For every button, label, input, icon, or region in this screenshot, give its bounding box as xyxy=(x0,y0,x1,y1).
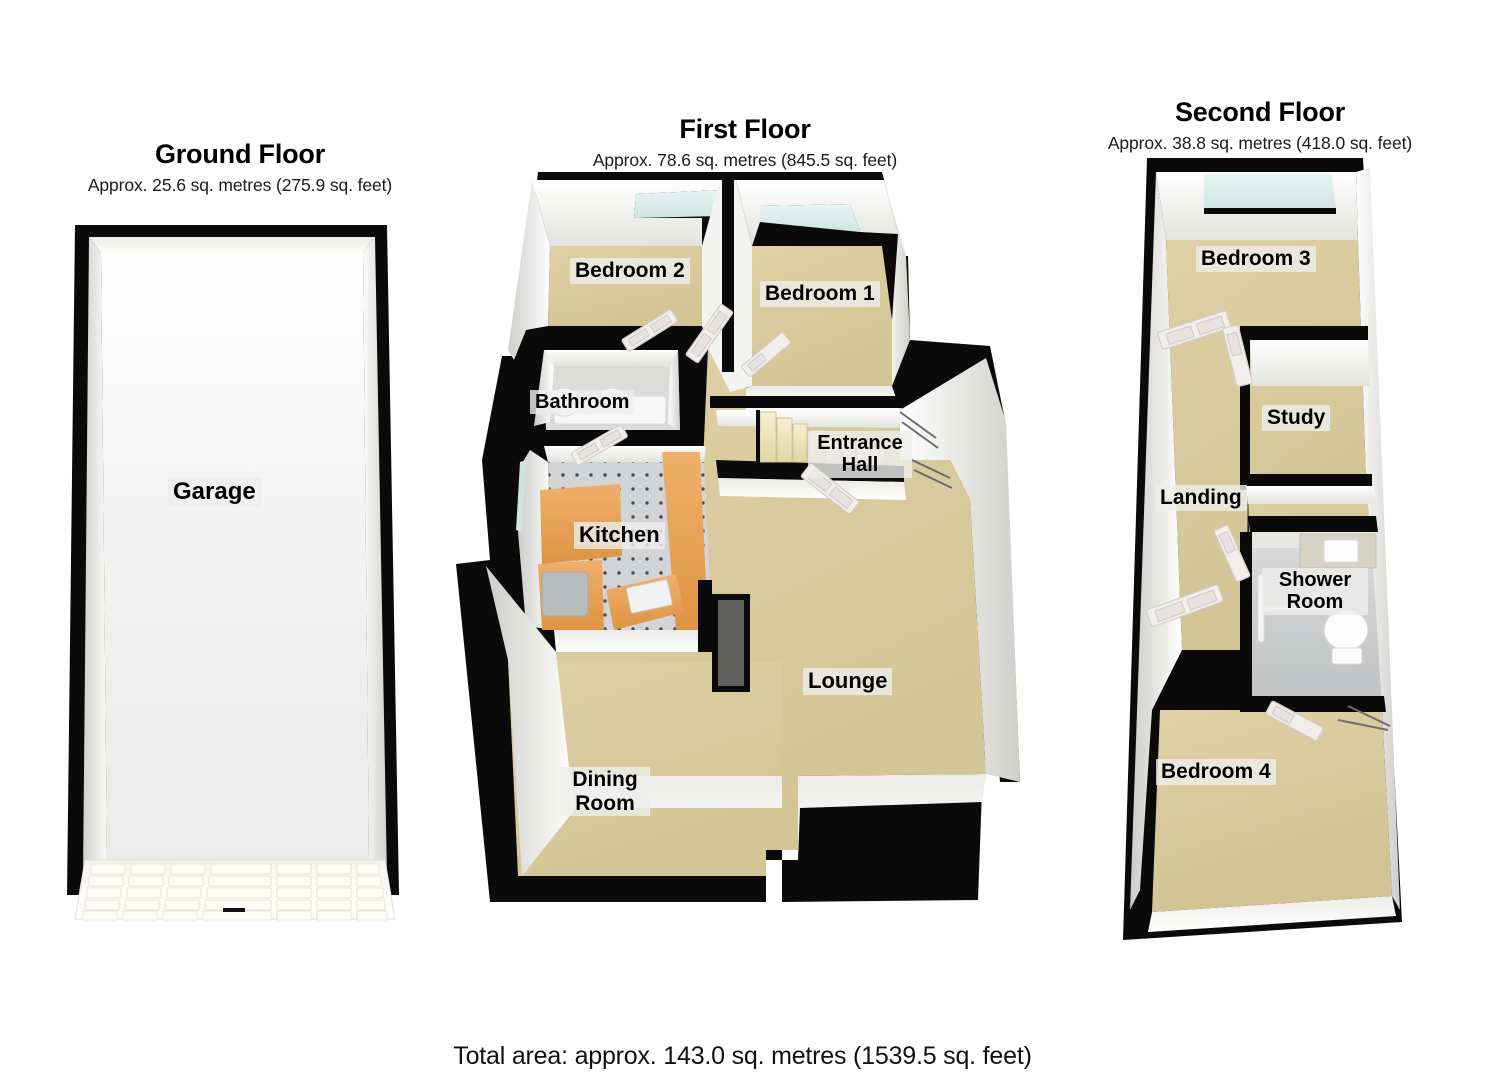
ground-floor-title: Ground Floor xyxy=(154,139,326,169)
room-label-kitchen: Kitchen xyxy=(574,522,665,549)
bathroom-top-wall-core xyxy=(544,326,702,350)
room-label-bathroom: Bathroom xyxy=(530,390,635,415)
bedroom-1-window xyxy=(760,204,860,232)
first-floor-title: First Floor xyxy=(679,114,811,144)
garage-door xyxy=(74,859,396,921)
door-swing-second-1 xyxy=(1347,705,1391,727)
kitchen-sink xyxy=(541,571,589,617)
lounge-front-wall xyxy=(570,774,986,860)
kitchen-lounge-partition xyxy=(698,580,712,652)
door-front-swing-4 xyxy=(913,469,953,489)
bedroom-3-window xyxy=(1204,174,1336,208)
second-floor-drawing xyxy=(1100,150,1430,960)
room-label-garage: Garage xyxy=(168,478,261,507)
bedroom-1-floor xyxy=(752,246,892,386)
shower-line-2: Room xyxy=(1286,591,1344,614)
shower-room-front-wall-core xyxy=(1240,696,1386,712)
first-floor-drawing xyxy=(430,160,1060,950)
garage-wall-right xyxy=(363,237,387,877)
study-back-wall xyxy=(1250,340,1370,386)
ground-floor-drawing xyxy=(55,195,415,935)
entrance-hall-wall-core-top xyxy=(710,396,906,408)
room-label-study: Study xyxy=(1262,405,1331,431)
room-label-lounge: Lounge xyxy=(803,668,893,695)
garage-wall-left xyxy=(83,237,107,877)
dining-left-wall xyxy=(486,566,576,876)
floor-second-floor: Second Floor Approx. 38.8 sq. metres (41… xyxy=(1075,97,1445,154)
room-label-entrance-hall: Entrance Hall xyxy=(808,431,912,478)
bedroom-2-window xyxy=(634,190,720,218)
lounge-chimney-breast xyxy=(712,594,750,692)
bedroom-1-back-wall xyxy=(736,180,898,246)
second-floor-left-wall xyxy=(1130,172,1182,910)
doors xyxy=(570,304,953,515)
dining-line-2: Room xyxy=(575,791,635,815)
shower-toilet xyxy=(1323,609,1369,651)
room-label-dining-room: Dining Room xyxy=(560,767,650,817)
room-label-bedroom-1: Bedroom 1 xyxy=(760,281,880,307)
first-floor-subtitle: Approx. 78.6 sq. metres (845.5 sq. feet) xyxy=(592,149,898,170)
door-swing-second-2 xyxy=(1337,719,1389,731)
door-front-swing-2 xyxy=(901,421,939,449)
dining-line-1: Dining xyxy=(572,768,638,791)
bedroom-4-floor xyxy=(1152,710,1392,912)
kitchen-hob xyxy=(625,579,673,614)
shower-room-top-wall-core xyxy=(1248,516,1378,532)
room-label-shower-room: Shower Room xyxy=(1262,568,1368,615)
bedroom-1-right-wall xyxy=(884,180,910,386)
second-floor-title: Second Floor xyxy=(1174,97,1346,127)
entrance-hall-front-wall xyxy=(718,478,906,500)
floor-ground-floor: Ground Floor Approx. 25.6 sq. metres (27… xyxy=(40,139,440,196)
second-floor-front-wall xyxy=(1148,896,1396,932)
room-label-bedroom-4: Bedroom 4 xyxy=(1156,759,1276,785)
shower-line-1: Shower xyxy=(1278,569,1352,591)
bedroom-partition-core xyxy=(722,172,734,372)
door-front-swing-3 xyxy=(911,459,951,479)
total-area-text: Total area: approx. 143.0 sq. metres (15… xyxy=(453,1042,1032,1070)
entrance-hall-line-1: Entrance xyxy=(817,432,903,454)
entrance-hall-line-2: Hall xyxy=(841,454,879,477)
floor-first-floor: First Floor Approx. 78.6 sq. metres (845… xyxy=(555,114,935,171)
room-label-bedroom-2: Bedroom 2 xyxy=(570,258,690,284)
garage-floor xyxy=(101,253,369,861)
kitchen-front-wall xyxy=(554,630,712,652)
second-floor-subtitle: Approx. 38.8 sq. metres (418.0 sq. feet) xyxy=(1107,132,1413,153)
shower-basin xyxy=(1323,539,1359,563)
entrance-hall-back-wall xyxy=(716,410,900,428)
garage-wall-top xyxy=(89,237,375,253)
ground-floor-subtitle: Approx. 25.6 sq. metres (275.9 sq. feet) xyxy=(87,174,393,195)
bedroom-2-left-wall xyxy=(508,180,550,360)
door-front-swing-1 xyxy=(899,411,937,439)
kitchen-window xyxy=(516,460,526,532)
room-label-bedroom-3: Bedroom 3 xyxy=(1196,246,1316,272)
bathroom-back-wall xyxy=(544,350,678,366)
room-label-landing: Landing xyxy=(1155,485,1247,511)
garage-door-handle xyxy=(223,908,245,912)
bedroom-2-back-wall xyxy=(532,180,720,246)
second-floor-doors xyxy=(1146,310,1391,741)
bathroom-right-wall xyxy=(668,350,680,430)
lounge-right-wall xyxy=(900,358,1020,782)
landing-divider-wall xyxy=(1246,486,1376,504)
